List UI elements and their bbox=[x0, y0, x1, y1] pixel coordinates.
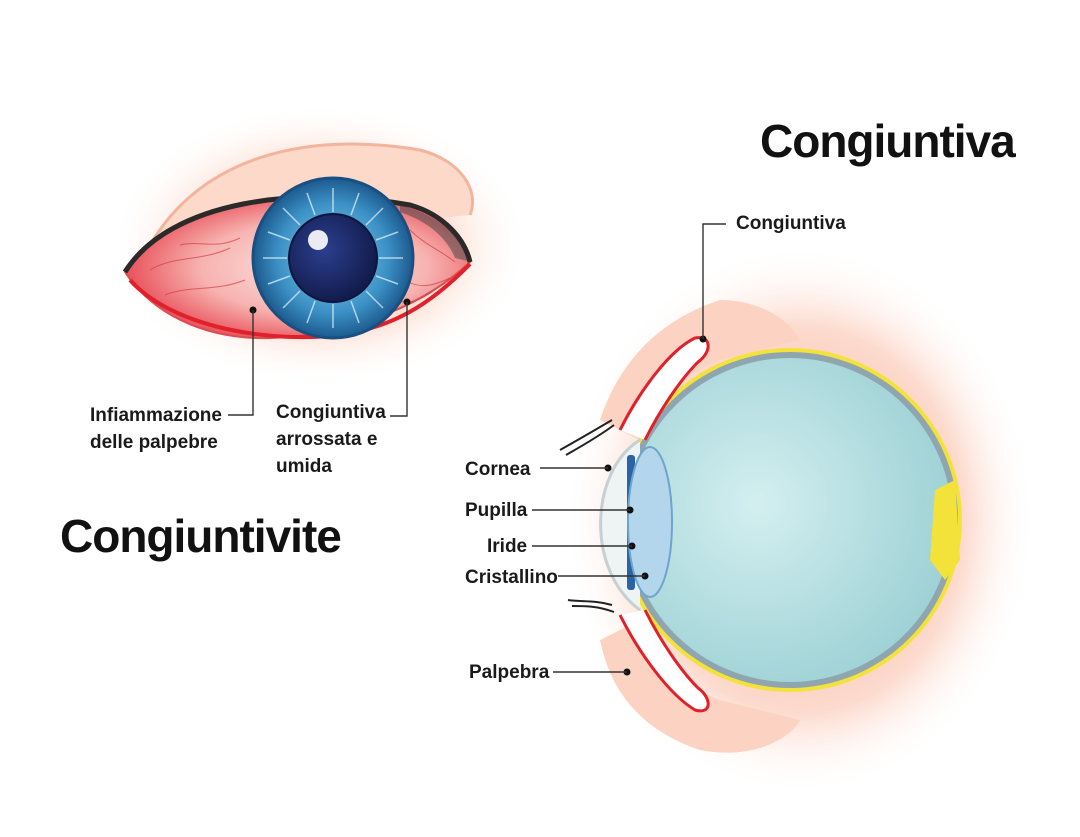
label-eyelid-inflammation-1: Infiammazione bbox=[90, 405, 222, 426]
iris-fibers bbox=[263, 188, 403, 328]
red-conjunctiva-leader bbox=[390, 302, 408, 417]
conjunctiva-leader bbox=[702, 223, 726, 339]
label-red-conjunctiva-3: umida bbox=[276, 456, 332, 477]
label-iris: Iride bbox=[487, 536, 527, 557]
front-eye-leaders bbox=[228, 298, 411, 417]
section-eyelashes bbox=[559, 419, 615, 613]
vitreous-body bbox=[628, 358, 952, 682]
label-eyelid: Palpebra bbox=[469, 662, 550, 683]
upper-conjunctiva bbox=[618, 336, 710, 441]
label-red-conjunctiva-1: Congiuntiva bbox=[276, 402, 386, 423]
eyelashes bbox=[400, 205, 472, 262]
pupil-highlight bbox=[308, 230, 328, 250]
lens bbox=[627, 446, 673, 598]
label-pupil: Pupilla bbox=[465, 500, 528, 521]
label-conjunctiva: Congiuntiva bbox=[736, 213, 846, 234]
label-cornea: Cornea bbox=[465, 459, 531, 480]
label-eyelid-inflammation-2: delle palpebre bbox=[90, 432, 218, 453]
label-red-conjunctiva-2: arrossata e bbox=[276, 429, 377, 450]
pupil bbox=[288, 213, 378, 303]
cross-section-leaders bbox=[532, 223, 726, 676]
label-lens: Cristallino bbox=[465, 567, 558, 588]
title-conjunctivitis: Congiuntivite bbox=[60, 510, 341, 562]
eyelid-inflammation-leader bbox=[228, 310, 254, 416]
optic-nerve bbox=[930, 480, 960, 580]
cross-section-eye bbox=[559, 245, 1035, 795]
front-eye bbox=[110, 105, 530, 385]
title-conjunctiva: Congiuntiva bbox=[760, 115, 1016, 167]
lower-conjunctiva bbox=[618, 609, 710, 713]
